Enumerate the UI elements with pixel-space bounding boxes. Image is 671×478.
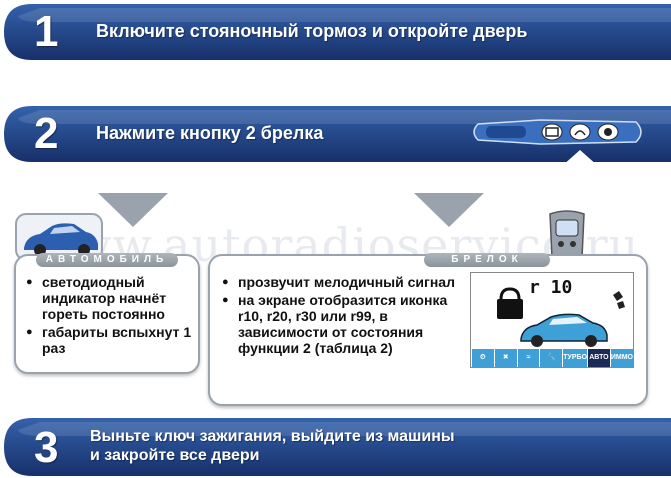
arrow-fob <box>414 193 484 227</box>
car-panel-list: светодиодный индикатор начнёт гореть пос… <box>26 274 194 358</box>
mode-timer-icon: ⏲ <box>471 349 494 367</box>
step-2-banner: 2 Нажмите кнопку 2 брелка <box>0 102 671 166</box>
fob-item-1: прозвучит мелодичный сигнал <box>222 274 458 290</box>
banner-3-shape <box>4 418 671 476</box>
step-1-number: 1 <box>34 7 59 56</box>
step-3-number: 3 <box>34 423 59 472</box>
mode-immo: ИММО <box>609 349 633 367</box>
car-item-1: светодиодный индикатор начнёт гореть пос… <box>26 274 194 322</box>
banner-2-shape <box>4 106 671 166</box>
step-2-text: Нажмите кнопку 2 брелка <box>96 123 324 143</box>
mode-turbo: ТУРБО <box>562 349 588 367</box>
lcd-mode-bar: ⏲ ✖ ≈ 🔧 ТУРБО АВТО ИММО <box>471 349 633 367</box>
fob-panel-label: БРЕЛОК <box>424 253 550 267</box>
fob-icon <box>549 210 585 262</box>
remote-fob-icon <box>473 119 642 145</box>
fob-panel-list: прозвучит мелодичный сигнал на экране от… <box>222 274 458 358</box>
mode-heat-icon: ≈ <box>516 349 540 367</box>
car-item-2: габариты вспыхнут 1 раз <box>26 324 194 356</box>
fob-item-2: на экране отобразится иконка r10, r20, r… <box>222 292 458 356</box>
arrows <box>98 193 484 227</box>
car-panel-label: АВТОМОБИЛЬ <box>36 253 178 267</box>
step-3-banner: 3 Выньте ключ зажигания, выйдите из маши… <box>0 414 671 478</box>
mode-wrench-icon: 🔧 <box>539 349 563 367</box>
lcd-code: r 10 <box>529 277 573 298</box>
arrow-car <box>98 193 168 227</box>
car-panel: АВТОМОБИЛЬ светодиодный индикатор начнёт… <box>14 253 200 374</box>
lock-icon <box>497 287 523 319</box>
lcd-display: r 10 ⏲ ✖ ≈ 🔧 ТУРБО АВТО ИММО <box>470 272 634 368</box>
step-3-line-2: и закройте все двери <box>90 447 260 464</box>
step-2-number: 2 <box>34 109 59 158</box>
step-3-line-1: Выньте ключ зажигания, выйдите из машины <box>90 428 455 445</box>
step-1-text: Включите стояночный тормоз и откройте дв… <box>96 21 528 41</box>
car-display-icon <box>497 287 625 347</box>
step-1-banner: 1 Включите стояночный тормоз и откройте … <box>0 0 671 64</box>
banner-1-shape <box>4 4 671 60</box>
mode-fan-icon: ✖ <box>493 349 517 367</box>
mode-auto: АВТО <box>587 349 610 367</box>
